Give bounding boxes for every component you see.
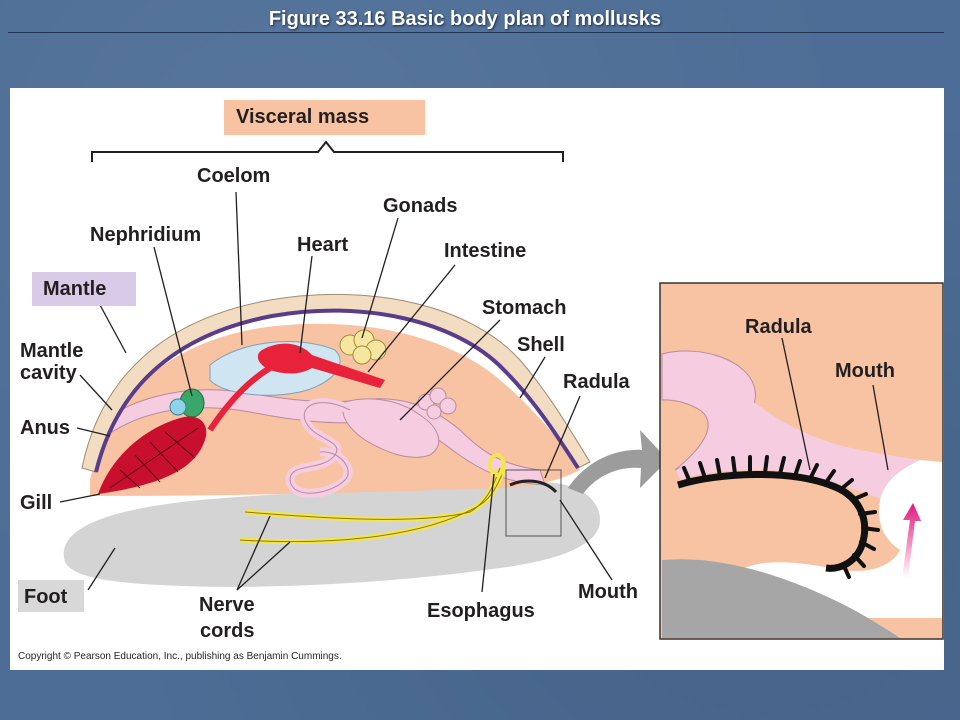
label-anus: Anus	[20, 417, 70, 439]
heart-shape	[257, 343, 385, 388]
label-gonads: Gonads	[383, 195, 458, 217]
label-radula: Radula	[563, 371, 630, 393]
label-mantle: Mantle	[43, 278, 107, 300]
foot-shape	[63, 482, 600, 587]
label-mantle-cavity-line1: Mantle	[20, 340, 84, 362]
inset-source-box	[505, 469, 562, 537]
label-esophagus: Esophagus	[427, 600, 535, 622]
label-coelom: Coelom	[197, 165, 271, 187]
visceral-mass-label-box	[224, 100, 425, 135]
title-divider	[8, 32, 944, 33]
foot-label-box	[18, 580, 84, 612]
inset-motion-arrow	[902, 503, 921, 578]
inset-gut	[676, 393, 942, 530]
zoom-arrow	[568, 430, 668, 494]
stomach-shape	[342, 398, 440, 458]
label-heart: Heart	[297, 234, 349, 256]
inset-radula-teeth	[682, 455, 880, 579]
nerve-ring	[488, 453, 506, 477]
slide-title: Figure 33.16 Basic body plan of mollusks	[268, 8, 662, 30]
radula-small	[509, 479, 558, 494]
label-intestine: Intestine	[444, 240, 527, 262]
label-mantle-cavity-line2: cavity	[20, 362, 77, 384]
label-visceral-mass: Visceral mass	[236, 106, 370, 128]
copyright-notice: Copyright © Pearson Education, Inc., pub…	[18, 651, 342, 662]
label-nephridium: Nephridium	[90, 224, 202, 246]
label-nerve-cords-line1: Nerve	[199, 594, 255, 616]
mantle-line	[94, 308, 580, 473]
mantle-label-box	[32, 272, 136, 306]
label-mouth: Mouth	[578, 581, 638, 603]
label-nerve-cords-line2: cords	[200, 620, 255, 642]
label-foot: Foot	[24, 586, 68, 608]
label-gill: Gill	[20, 492, 53, 514]
inset-radula	[676, 471, 869, 572]
label-inset-radula: Radula	[745, 316, 812, 338]
label-shell: Shell	[517, 334, 565, 356]
aorta	[207, 365, 272, 432]
label-stomach: Stomach	[482, 297, 567, 319]
gonads-shape	[339, 329, 387, 365]
inset-grey-floor	[662, 559, 900, 638]
label-inset-mouth: Mouth	[835, 360, 895, 382]
visceral-mass-bracket	[91, 140, 564, 162]
